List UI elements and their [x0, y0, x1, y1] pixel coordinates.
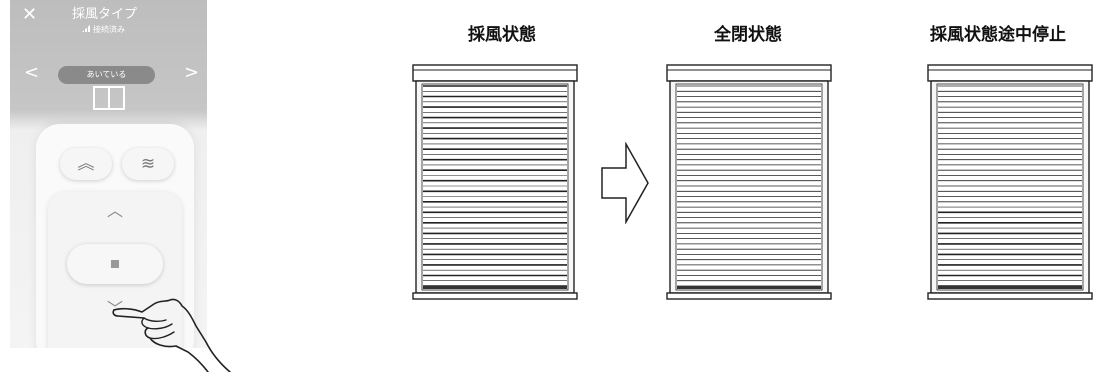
shutter-fully-closed	[666, 64, 832, 300]
ventilation-button[interactable]: ≋	[122, 148, 174, 180]
right-arrow-icon	[601, 142, 649, 224]
app-title: 採風タイプ	[72, 7, 138, 22]
up-button[interactable]: ︿	[104, 200, 126, 222]
chevron-left-icon[interactable]: <	[24, 62, 40, 83]
remote-control: ︽ ≋ ︿ ﹀	[36, 124, 194, 348]
panel-label-fully-closed: 全閉状態	[714, 25, 782, 45]
down-button[interactable]: ﹀	[104, 298, 126, 320]
panel-label-partial-stop: 採風状態途中停止	[930, 25, 1066, 45]
shutter-ventilation-open	[412, 64, 578, 300]
chevron-up-icon: ︿	[106, 201, 123, 220]
wind-icon: ≋	[140, 154, 156, 174]
direction-pad: ︿ ﹀	[48, 192, 182, 348]
double-chevron-up-icon: ︽	[77, 154, 95, 174]
chevron-right-icon[interactable]: >	[184, 62, 200, 83]
fully-open-button[interactable]: ︽	[60, 148, 112, 180]
state-badge: あいている	[58, 66, 155, 84]
close-icon[interactable]: ✕	[22, 4, 38, 25]
connection-status: 接続済み	[82, 25, 125, 34]
window-icon	[93, 86, 125, 110]
shutter-partial-stop	[927, 64, 1093, 300]
phone-screen: ✕ 採風タイプ 接続済み < > あいている ︽ ≋ ︿ ﹀	[10, 0, 207, 348]
stop-button[interactable]	[67, 244, 163, 284]
signal-icon	[82, 25, 90, 32]
stop-icon	[111, 260, 119, 268]
connection-status-text: 接続済み	[93, 25, 125, 34]
hand-pointer-icon	[112, 298, 231, 372]
chevron-down-icon: ﹀	[106, 299, 123, 318]
panel-label-ventilation: 採風状態	[468, 25, 536, 45]
